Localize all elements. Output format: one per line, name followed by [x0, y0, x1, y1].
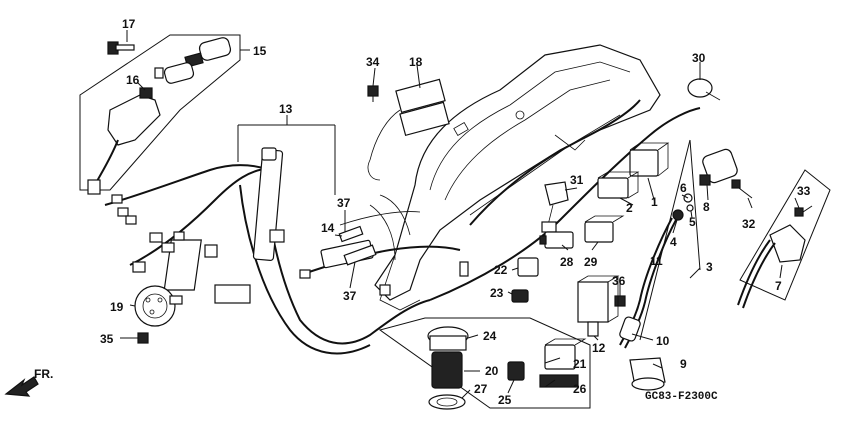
callout-8: 8	[703, 200, 710, 214]
relay-1	[629, 142, 670, 177]
catalog-code: GC83-F2300C	[645, 391, 718, 403]
bolt-35	[125, 332, 149, 344]
callout-10: 10	[656, 334, 670, 348]
regulator-18	[367, 78, 450, 181]
bolt-36	[614, 295, 626, 307]
callout-12: 12	[592, 341, 606, 355]
relay-29	[584, 215, 625, 243]
filter-20	[431, 351, 463, 389]
callout-21: 21	[573, 357, 587, 371]
callout-24: 24	[483, 329, 497, 343]
fuse-holder-14	[338, 225, 377, 266]
clamp-30	[687, 78, 721, 101]
ring-27	[428, 394, 466, 410]
connector-25	[507, 361, 525, 381]
relay-21	[544, 344, 576, 370]
callout-31: 31	[570, 173, 584, 187]
relay-2	[597, 171, 640, 199]
callout-17: 17	[122, 17, 136, 31]
callout-9: 9	[680, 357, 687, 371]
direction-label: FR.	[34, 367, 53, 381]
callout-32: 32	[742, 217, 756, 231]
callout-4: 4	[670, 235, 677, 249]
callout-11: 11	[650, 254, 663, 268]
callout-37-lower: 37	[343, 289, 357, 303]
callout-19: 19	[110, 300, 124, 314]
connector-23	[511, 289, 529, 303]
relay-22	[517, 257, 539, 277]
connector-28	[539, 231, 574, 249]
front-direction-arrow: FR.	[4, 367, 53, 397]
callout-36: 36	[612, 274, 626, 288]
callout-18: 18	[409, 55, 423, 69]
callout-34: 34	[366, 55, 380, 69]
callout-2: 2	[626, 201, 633, 215]
callout-15: 15	[253, 44, 267, 58]
bolt-34	[367, 85, 379, 102]
callout-22: 22	[494, 263, 508, 277]
callout-3: 3	[706, 260, 713, 274]
ignition-switch-group	[79, 34, 241, 195]
callout-30: 30	[692, 51, 706, 65]
callout-25: 25	[498, 393, 512, 407]
callout-35: 35	[100, 332, 114, 346]
washer-5	[686, 204, 694, 212]
harness-connectors-left	[111, 194, 469, 296]
callout-27: 27	[474, 382, 488, 396]
callout-5: 5	[689, 215, 696, 229]
bolt-32	[731, 179, 753, 199]
callout-33: 33	[797, 184, 811, 198]
subassembly-box	[378, 317, 591, 410]
harness-13-bracket	[237, 115, 336, 195]
callout-23: 23	[490, 286, 504, 300]
callout-13: 13	[279, 102, 293, 116]
bolt-33	[794, 205, 813, 217]
main-wire-harness	[104, 99, 701, 355]
callout-7: 7	[775, 279, 782, 293]
rectifier-12	[577, 275, 620, 337]
nut-4	[672, 209, 684, 221]
sensor-7	[737, 169, 831, 309]
callout-37-upper: 37	[337, 196, 351, 210]
horn-19	[134, 285, 183, 327]
callout-14: 14	[321, 221, 335, 235]
callout-16: 16	[126, 73, 140, 87]
callout-numbers: 17 15 16 13 34 18 30 1 2 6 5 4 8 32 33 7…	[100, 17, 811, 407]
callout-26: 26	[573, 382, 587, 396]
callout-6: 6	[680, 181, 687, 195]
callout-20: 20	[485, 364, 499, 378]
leader-lines	[120, 30, 800, 399]
callout-1: 1	[651, 195, 658, 209]
callout-28: 28	[560, 255, 574, 269]
frame-body	[374, 44, 661, 311]
starter-relay-8	[699, 148, 738, 186]
connector-31	[541, 181, 569, 233]
callout-29: 29	[584, 255, 598, 269]
